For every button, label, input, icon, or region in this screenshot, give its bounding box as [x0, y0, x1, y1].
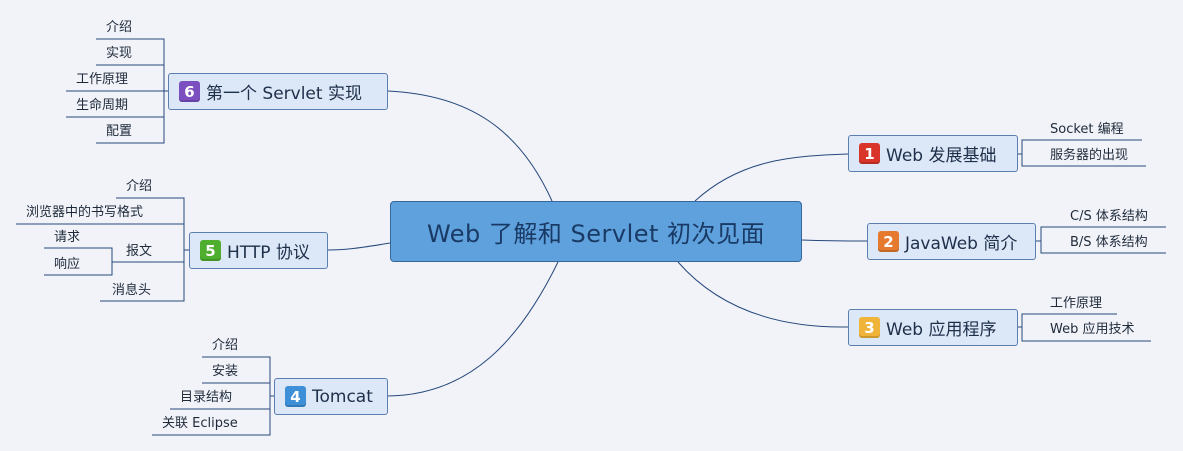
central-topic[interactable]: Web 了解和 Servlet 初次见面 [390, 201, 802, 262]
subtopic-servlet-configuration[interactable]: 配置 [106, 124, 133, 139]
subtopic-tomcat-install[interactable]: 安装 [212, 364, 239, 379]
subtopic-message-header[interactable]: 消息头 [112, 283, 152, 298]
topic-2-number-badge: 2 [878, 231, 899, 252]
topic-http-protocol[interactable]: 5 HTTP 协议 [189, 232, 328, 269]
subtopic-response[interactable]: 响应 [54, 257, 81, 272]
subtopic-message[interactable]: 报文 [126, 244, 153, 259]
topic-3-label: Web 应用程序 [886, 320, 997, 340]
topic-1-label: Web 发展基础 [886, 146, 997, 166]
topic-tomcat[interactable]: 4 Tomcat [274, 378, 388, 415]
topic-4-number-badge: 4 [285, 386, 306, 407]
subtopic-bs-architecture[interactable]: B/S 体系结构 [1070, 235, 1148, 250]
subtopic-servlet-lifecycle[interactable]: 生命周期 [76, 98, 129, 113]
subtopic-browser-format[interactable]: 浏览器中的书写格式 [26, 205, 144, 220]
subtopic-web-app-technology[interactable]: Web 应用技术 [1050, 322, 1135, 337]
subtopic-servlet-working-principle[interactable]: 工作原理 [76, 72, 129, 87]
subtopic-http-intro[interactable]: 介绍 [126, 179, 153, 194]
topic-5-number-badge: 5 [200, 240, 221, 261]
topic-web-application[interactable]: 3 Web 应用程序 [848, 309, 1018, 346]
topic-3-number-badge: 3 [859, 317, 880, 338]
topic-first-servlet[interactable]: 6 第一个 Servlet 实现 [168, 73, 388, 110]
topic-javaweb-intro[interactable]: 2 JavaWeb 简介 [867, 223, 1036, 260]
topic-5-label: HTTP 协议 [227, 243, 310, 263]
subtopic-working-principle[interactable]: 工作原理 [1050, 296, 1103, 311]
subtopic-link-eclipse[interactable]: 关联 Eclipse [162, 416, 238, 431]
topic-4-label: Tomcat [312, 386, 373, 407]
subtopic-socket-programming[interactable]: Socket 编程 [1050, 122, 1124, 137]
topic-6-number-badge: 6 [179, 81, 200, 102]
central-topic-label: Web 了解和 Servlet 初次见面 [426, 220, 766, 248]
topic-1-number-badge: 1 [859, 143, 880, 164]
subtopic-servlet-intro[interactable]: 介绍 [106, 20, 133, 35]
topic-web-basics[interactable]: 1 Web 发展基础 [848, 135, 1018, 172]
subtopic-tomcat-intro[interactable]: 介绍 [212, 338, 239, 353]
topic-6-label: 第一个 Servlet 实现 [206, 84, 362, 104]
subtopic-directory-structure[interactable]: 目录结构 [180, 390, 233, 405]
subtopic-request[interactable]: 请求 [54, 230, 81, 245]
subtopic-server-emergence[interactable]: 服务器的出现 [1050, 148, 1129, 163]
subtopic-cs-architecture[interactable]: C/S 体系结构 [1070, 209, 1148, 224]
subtopic-servlet-implementation[interactable]: 实现 [106, 46, 133, 61]
topic-2-label: JavaWeb 简介 [905, 234, 1018, 254]
